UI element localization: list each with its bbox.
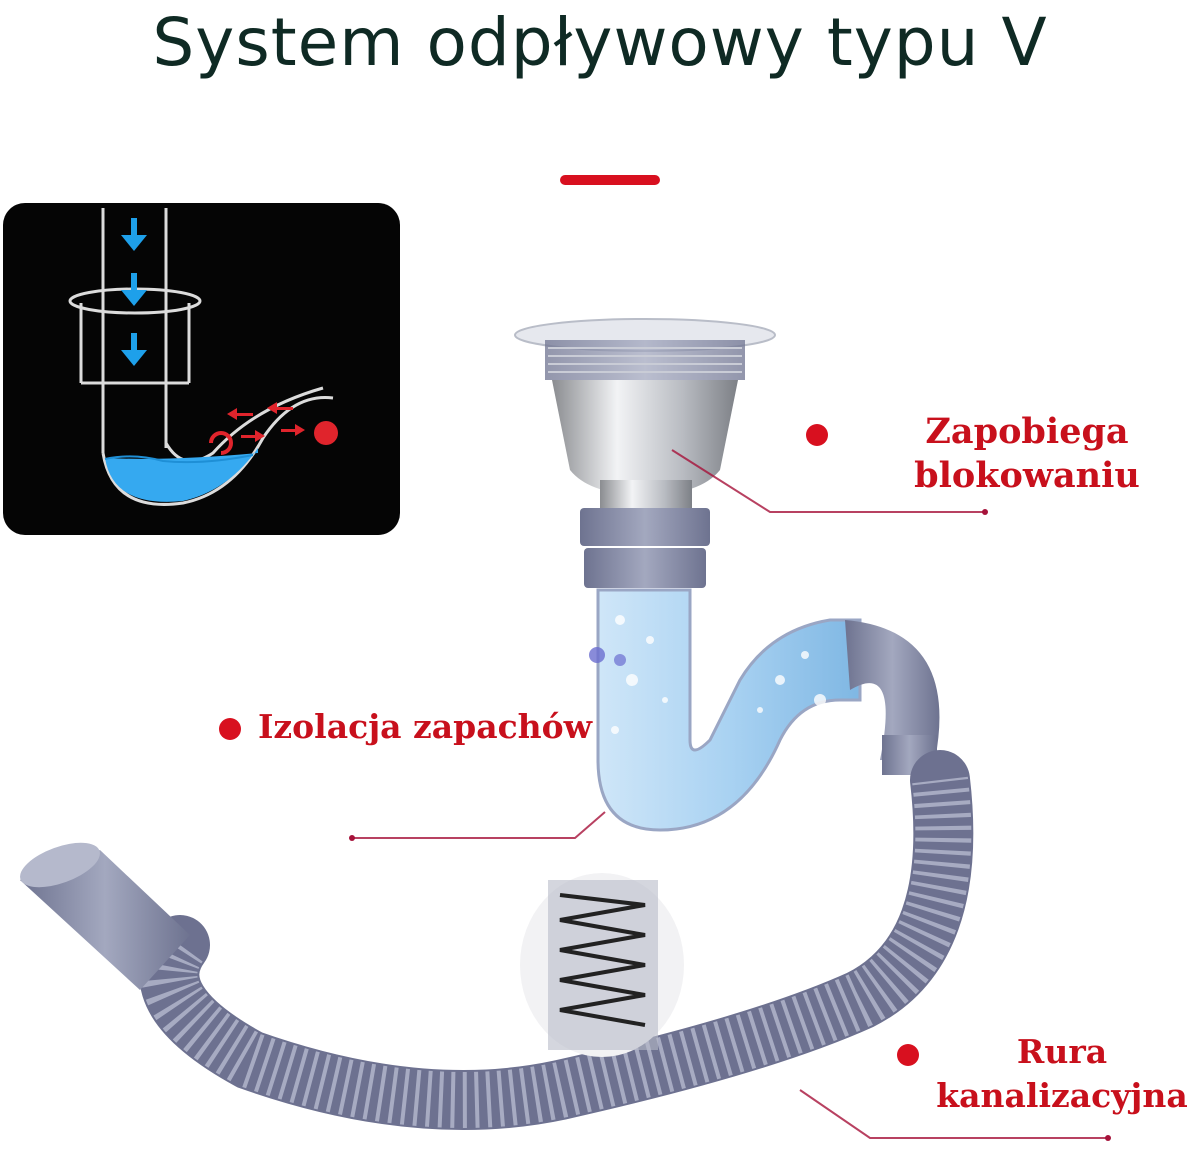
page-title: System odpływowy typu V (152, 4, 1048, 81)
callout-dot-anti-block (806, 424, 828, 446)
label-odor-isolation: Izolacja zapachów (258, 707, 593, 746)
label-sewer-pipe-line1: Rura (1016, 1032, 1108, 1071)
callout-dot-odor (219, 718, 241, 740)
label-anti-block: Zapobiega blokowaniu (898, 410, 1156, 498)
drain-flow-inset (3, 203, 400, 535)
label-anti-block-line2: blokowaniu (914, 455, 1140, 496)
label-anti-block-line1: Zapobiega (925, 411, 1129, 452)
callout-dot-sewer (897, 1044, 919, 1066)
spring-coil-icon (520, 873, 684, 1057)
accent-divider (560, 175, 660, 185)
label-sewer-pipe-line2: kanalizacyjna (936, 1076, 1188, 1115)
arrow-down-icon (121, 218, 147, 366)
label-sewer-pipe: Rura kanalizacyjna (928, 1030, 1196, 1118)
arrow-left-icon (227, 402, 305, 442)
drain-flow-diagram (68, 208, 338, 506)
